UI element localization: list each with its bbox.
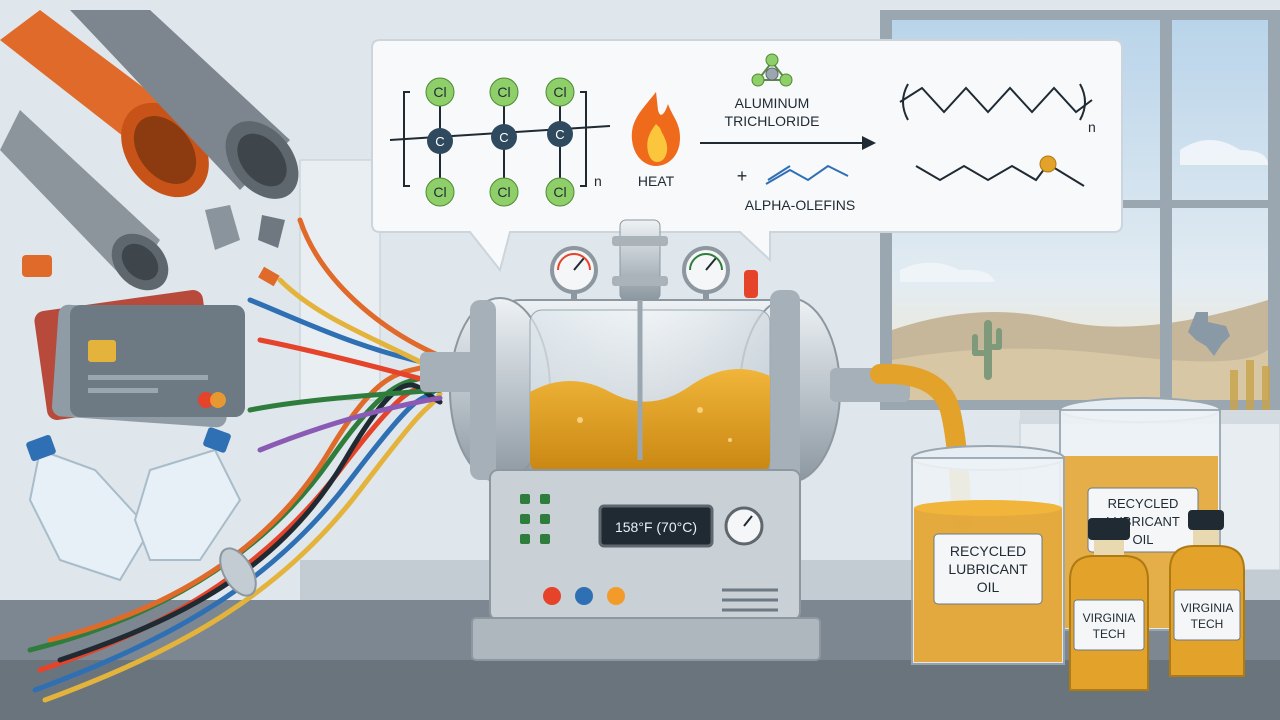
carbon-atom <box>491 124 517 150</box>
back-barrel-label-line1: RECYCLED <box>1108 496 1179 511</box>
catalyst-label-line1: ALUMINUM <box>735 95 810 111</box>
bottle-label-line2: TECH <box>1093 627 1126 641</box>
blue-button[interactable] <box>575 587 593 605</box>
product-subscript: n <box>1088 119 1096 135</box>
chlorine-label: Cl <box>553 84 566 100</box>
oil-bottle-left: VIRGINIA TECH <box>1069 518 1149 691</box>
red-button[interactable] <box>543 587 561 605</box>
grey-pvc-pipe <box>70 10 299 199</box>
credit-card-stack <box>34 289 245 428</box>
chlorine-label: Cl <box>497 84 510 100</box>
chlorine-atom <box>489 77 519 107</box>
grey-pvc-pipe-small <box>0 110 169 291</box>
vent-grille <box>722 588 778 612</box>
barrel-label-line2: LUBRICANT <box>948 561 1028 577</box>
oil-bottle-right: VIRGINIA TECH <box>1169 510 1245 677</box>
chlorine-label: Cl <box>497 184 510 200</box>
chlorine-atom <box>489 177 519 207</box>
pvc-fragment <box>258 266 280 287</box>
crushed-plastic-bottles <box>26 427 242 582</box>
texas-map-icon <box>1188 312 1230 356</box>
heat-label: HEAT <box>638 173 675 189</box>
carbon-atom <box>547 121 573 147</box>
floor-shade <box>0 660 1280 720</box>
chlorine-atom <box>545 177 575 207</box>
bottle-label-line2: TECH <box>1191 617 1224 631</box>
functional-group-atom <box>1039 155 1057 173</box>
red-indicator-light <box>744 270 758 298</box>
back-barrel-label-line3: OIL <box>1133 532 1154 547</box>
chlorine-atom <box>545 77 575 107</box>
chlorine-label: Cl <box>553 184 566 200</box>
carbon-atom <box>427 128 453 154</box>
carbon-label: C <box>555 127 564 142</box>
chlorine-label: Cl <box>433 84 446 100</box>
cable-tie <box>219 547 257 597</box>
front-barrel: RECYCLED LUBRICANT OIL <box>911 445 1065 665</box>
aluminum-trichloride-icon <box>751 53 793 87</box>
bottle-label-line1: VIRGINIA <box>1083 611 1136 625</box>
catalyst-label-line2: TRICHLORIDE <box>725 113 820 129</box>
carbon-label: C <box>435 134 444 149</box>
repeat-subscript: n <box>594 173 602 189</box>
flame-icon <box>631 92 680 166</box>
electrical-cable-bundle <box>27 217 443 703</box>
cactus-icon <box>972 320 1002 380</box>
stirrer-shaft <box>619 219 661 301</box>
oil-in-reactor <box>530 368 770 472</box>
chlorine-atom <box>425 177 455 207</box>
bottle-label-line1: VIRGINIA <box>1181 601 1234 615</box>
reaction-arrow-icon <box>700 136 876 150</box>
pvc-structure: Cl Cl Cl C C C Cl Cl Cl n <box>389 77 611 207</box>
temperature-display <box>598 504 714 548</box>
chlorine-atom <box>425 77 455 107</box>
plus-sign: + <box>737 166 748 186</box>
carbon-label: C <box>499 130 508 145</box>
barrel-label-line1: RECYCLED <box>950 543 1026 559</box>
orange-button[interactable] <box>607 587 625 605</box>
temperature-display-text: 158°F (70°C) <box>615 519 697 535</box>
pvc-fragment <box>22 255 52 277</box>
barrel-label-line3: OIL <box>977 579 1000 595</box>
reaction-diagram-panel: Cl Cl Cl C C C Cl Cl Cl n HEAT <box>371 39 1123 273</box>
reactor: 158°F (70°C) <box>420 219 972 661</box>
alpha-olefin-icon <box>765 164 849 185</box>
olefin-label: ALPHA-OLEFINS <box>745 197 855 213</box>
chlorine-label: Cl <box>433 184 446 200</box>
pvc-fragment <box>205 205 240 250</box>
pvc-fragment <box>258 215 285 248</box>
